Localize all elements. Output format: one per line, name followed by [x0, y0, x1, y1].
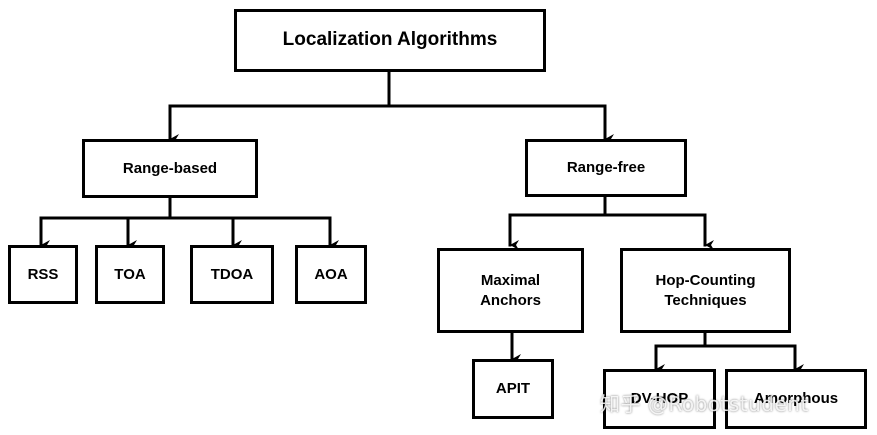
node-label: Maximal Anchors: [480, 272, 541, 309]
node-toa: TOA: [95, 245, 165, 304]
node-aoa: AOA: [295, 245, 367, 304]
node-dv-hop: DV-HOP: [603, 369, 716, 429]
node-label: Range-free: [566, 159, 646, 177]
node-label: AOA: [314, 265, 348, 283]
node-label: DV-HOP: [630, 390, 689, 408]
node-range-based: Range-based: [82, 139, 258, 198]
node-hop-counting-techniques: Hop-Counting Techniques: [620, 248, 791, 333]
node-label: Amorphous: [753, 390, 839, 408]
watermark-text: 知乎 @Robotstudent: [600, 392, 809, 416]
node-label: Range-based: [122, 159, 218, 177]
node-label: TDOA: [210, 265, 254, 283]
node-maximal-anchors: Maximal Anchors: [437, 248, 584, 333]
node-apit: APIT: [472, 359, 554, 419]
node-label: Localization Algorithms: [282, 29, 498, 51]
node-range-free: Range-free: [525, 139, 687, 197]
node-localization-algorithms: Localization Algorithms: [234, 9, 546, 72]
node-label: TOA: [114, 265, 146, 283]
node-label: Hop-Counting Techniques: [655, 272, 756, 309]
node-tdoa: TDOA: [190, 245, 274, 304]
node-rss: RSS: [8, 245, 78, 304]
node-label: RSS: [27, 265, 59, 283]
node-amorphous: Amorphous: [725, 369, 867, 429]
node-label: APIT: [495, 380, 531, 398]
